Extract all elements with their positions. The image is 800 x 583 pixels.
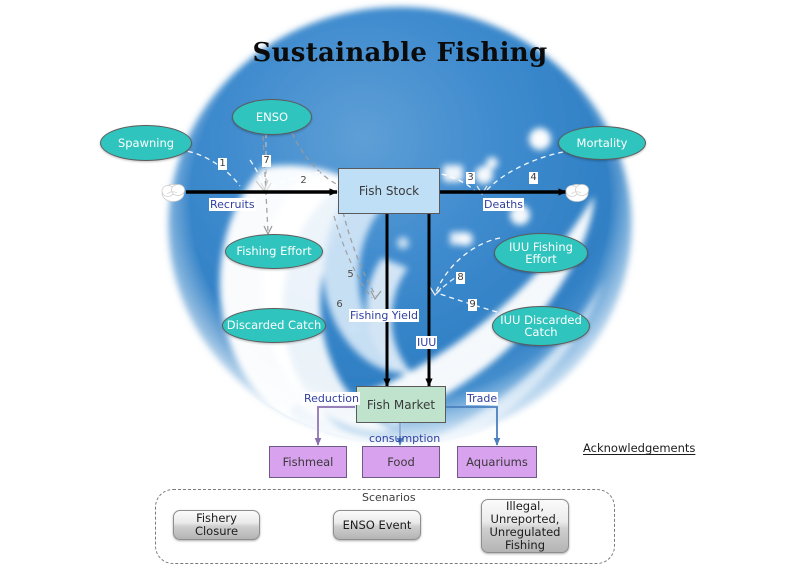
link-number-7: 7: [262, 155, 271, 167]
flow-label-iuu: IUU: [416, 336, 438, 349]
flow-label-deaths: Deaths: [483, 198, 524, 211]
oval-iuu-discarded-catch[interactable]: IUU Discarded Catch: [492, 306, 590, 346]
oval-enso[interactable]: ENSO: [232, 99, 312, 135]
oval-fishing-effort-label: Fishing Effort: [236, 244, 312, 259]
oval-spawning[interactable]: Spawning: [100, 125, 192, 161]
page-title: Sustainable Fishing: [252, 38, 548, 68]
flow-label-fishing-yield: Fishing Yield: [349, 309, 419, 322]
scenario-button-iuu-fishing[interactable]: Illegal, Unreported, Unregulated Fishing: [481, 499, 569, 553]
flow-label-trade: Trade: [466, 392, 499, 405]
oval-iuu-fishing-effort[interactable]: IUU Fishing Effort: [494, 233, 588, 273]
link-number-4: 4: [529, 172, 538, 184]
acknowledgements-link[interactable]: Acknowledgements: [583, 441, 696, 455]
end-box-fishmeal[interactable]: Fishmeal: [269, 446, 347, 478]
link-number-1: 1: [218, 158, 227, 170]
oval-mortality-label: Mortality: [576, 135, 628, 150]
end-box-food[interactable]: Food: [362, 446, 440, 478]
flow-label-consumption: consumption: [369, 432, 441, 445]
stock-fish-stock-label: Fish Stock: [358, 184, 420, 198]
oval-discarded-catch[interactable]: Discarded Catch: [222, 308, 326, 343]
oval-iuu-fishing-effort-label: IUU Fishing Effort: [509, 239, 573, 266]
scenarios-panel: [155, 489, 615, 564]
link-number-2: 2: [300, 175, 307, 186]
flow-label-recruits: Recruits: [209, 198, 256, 211]
link-number-3: 3: [466, 172, 475, 184]
scenarios-title: Scenarios: [362, 491, 416, 504]
flow-label-reduction: Reduction: [303, 392, 360, 405]
stock-fish-market[interactable]: Fish Market: [356, 386, 446, 423]
scenario-button-enso-event-label: ENSO Event: [342, 517, 412, 532]
end-box-aquariums-label: Aquariums: [466, 455, 528, 469]
oval-spawning-label: Spawning: [117, 135, 175, 150]
link-number-5: 5: [347, 269, 354, 280]
end-box-fishmeal-label: Fishmeal: [282, 455, 334, 469]
scenario-button-fishery-closure-label: Fishery Closure: [194, 511, 239, 538]
end-box-aquariums[interactable]: Aquariums: [457, 446, 537, 478]
stock-fish-market-label: Fish Market: [366, 397, 436, 412]
link-number-9: 9: [468, 299, 477, 311]
oval-mortality[interactable]: Mortality: [558, 126, 646, 160]
oval-fishing-effort[interactable]: Fishing Effort: [225, 234, 323, 269]
stock-fish-stock[interactable]: Fish Stock: [338, 168, 440, 214]
oval-discarded-catch-label: Discarded Catch: [226, 318, 322, 333]
oval-iuu-discarded-catch-label: IUU Discarded Catch: [500, 312, 582, 339]
end-box-food-label: Food: [387, 455, 415, 469]
link-number-8: 8: [456, 272, 465, 284]
scenario-button-fishery-closure[interactable]: Fishery Closure: [173, 510, 260, 540]
oval-enso-label: ENSO: [255, 109, 289, 124]
scenario-button-iuu-fishing-label: Illegal, Unreported, Unregulated Fishing: [489, 499, 561, 552]
link-number-6: 6: [336, 299, 343, 310]
scenario-button-enso-event[interactable]: ENSO Event: [333, 510, 421, 540]
